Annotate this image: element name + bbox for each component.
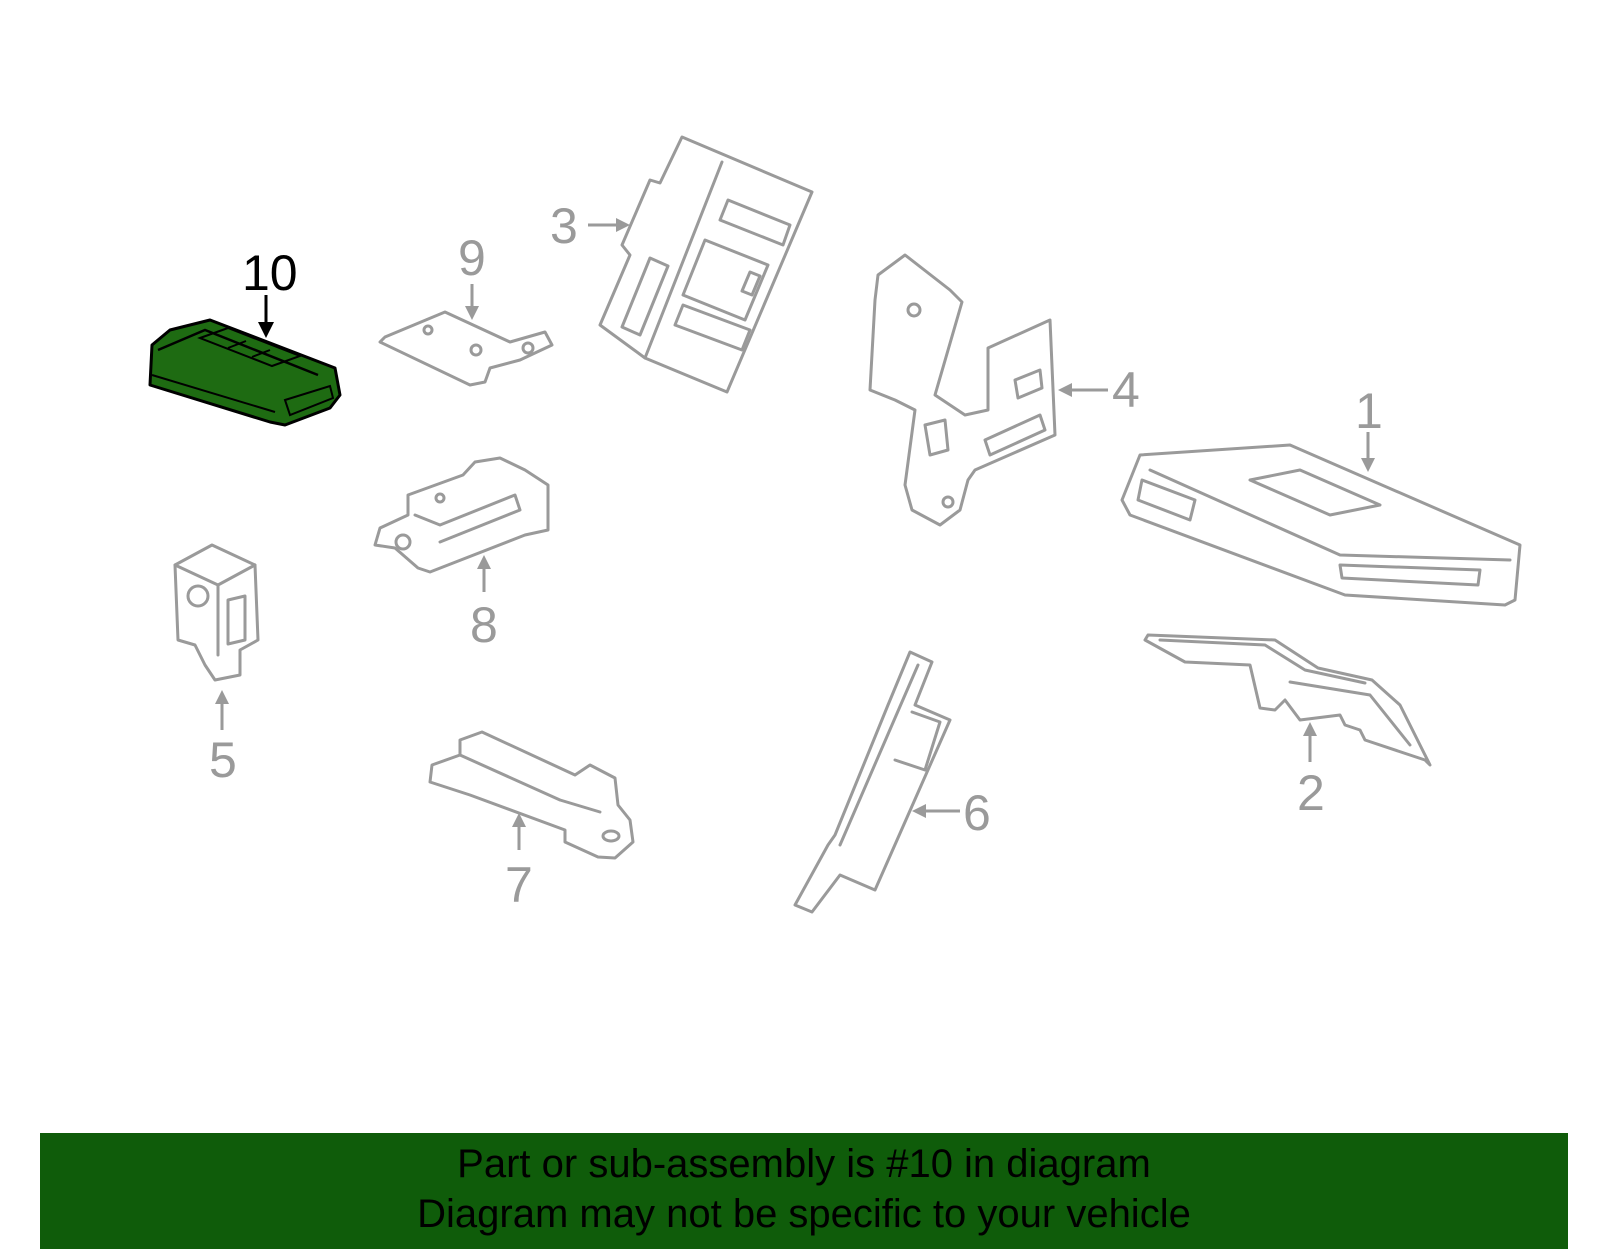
part-4-bracket[interactable] <box>868 253 1057 527</box>
callout-5: 5 <box>209 690 237 788</box>
callout-10: 10 <box>242 245 298 338</box>
callout-label-10: 10 <box>242 245 298 301</box>
callout-label-7: 7 <box>505 857 533 913</box>
banner-line-disclaimer: Diagram may not be specific to your vehi… <box>417 1192 1191 1236</box>
banner-line-part-number: Part or sub-assembly is #10 in diagram <box>457 1142 1151 1186</box>
part-1-main-module[interactable] <box>1120 443 1522 607</box>
callout-2: 2 <box>1297 722 1325 821</box>
part-6-antenna-strip[interactable] <box>793 650 952 914</box>
callout-9: 9 <box>458 230 486 320</box>
callout-6: 6 <box>912 785 991 841</box>
callout-label-2: 2 <box>1297 765 1325 821</box>
part-5-sensor[interactable] <box>173 543 260 682</box>
callout-4: 4 <box>1058 362 1140 418</box>
callout-label-8: 8 <box>470 597 498 653</box>
callout-label-4: 4 <box>1112 362 1140 418</box>
callout-label-9: 9 <box>458 230 486 286</box>
callout-7: 7 <box>505 813 533 913</box>
part-8-sensor-module[interactable] <box>373 456 550 574</box>
part-2-bracket[interactable] <box>1143 633 1432 767</box>
callout-label-1: 1 <box>1355 383 1383 439</box>
part-9-bracket[interactable] <box>378 310 554 387</box>
part-3-control-module[interactable] <box>598 135 814 394</box>
info-banner: Part or sub-assembly is #10 in diagram D… <box>40 1133 1568 1249</box>
callout-3: 3 <box>550 198 630 254</box>
part-7-antenna[interactable] <box>428 730 635 860</box>
part-10-key-fob[interactable] <box>148 318 342 427</box>
callout-label-5: 5 <box>209 732 237 788</box>
callout-label-3: 3 <box>550 198 578 254</box>
callout-8: 8 <box>470 555 498 653</box>
callout-1: 1 <box>1355 383 1383 472</box>
callout-label-6: 6 <box>963 785 991 841</box>
